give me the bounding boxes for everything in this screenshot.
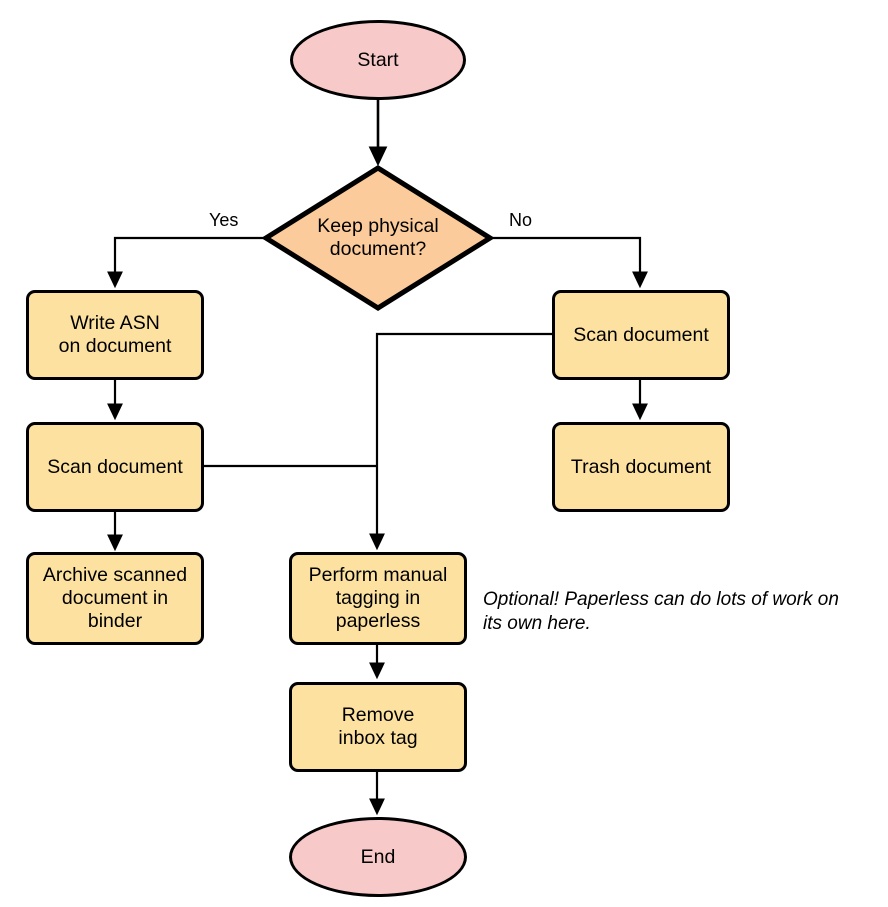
edge-decision-no-to-scan-right [490,236,648,289]
node-scan-document-right-label: Scan document [573,323,709,346]
node-end[interactable]: End [289,817,467,897]
node-remove-inbox-tag[interactable]: Remove inbox tag [289,682,467,772]
node-start-label: Start [357,48,399,71]
node-trash-document-label: Trash document [570,455,712,478]
node-write-asn-label: Write ASN on document [58,312,172,357]
node-end-label: End [360,845,396,868]
node-scan-document-right[interactable]: Scan document [552,290,730,380]
node-write-asn-on-document[interactable]: Write ASN on document [26,290,204,380]
edge-label-yes: Yes [209,210,239,230]
node-scan-document-left[interactable]: Scan document [26,422,204,512]
node-scan-document-left-label: Scan document [47,455,183,478]
edge-decision-yes-to-write-asn [107,236,265,289]
node-start[interactable]: Start [290,20,466,100]
node-remove-inbox-tag-label: Remove inbox tag [338,704,418,749]
edge-label-no: No [509,210,533,230]
node-trash-document[interactable]: Trash document [552,422,730,512]
node-perform-manual-tagging[interactable]: Perform manual tagging in paperless [289,552,467,645]
node-decision-label: Keep physical document? [317,215,439,260]
node-archive-scanned-document[interactable]: Archive scanned document in binder [26,552,204,645]
edge-scan-right-to-tagging [369,332,552,551]
annotation-optional-note: Optional! Paperless can do lots of work … [483,589,839,635]
node-perform-manual-tagging-label: Perform manual tagging in paperless [308,564,448,632]
node-decision-keep-physical-document[interactable]: Keep physical document? [263,165,493,311]
node-archive-label: Archive scanned document in binder [42,564,188,632]
